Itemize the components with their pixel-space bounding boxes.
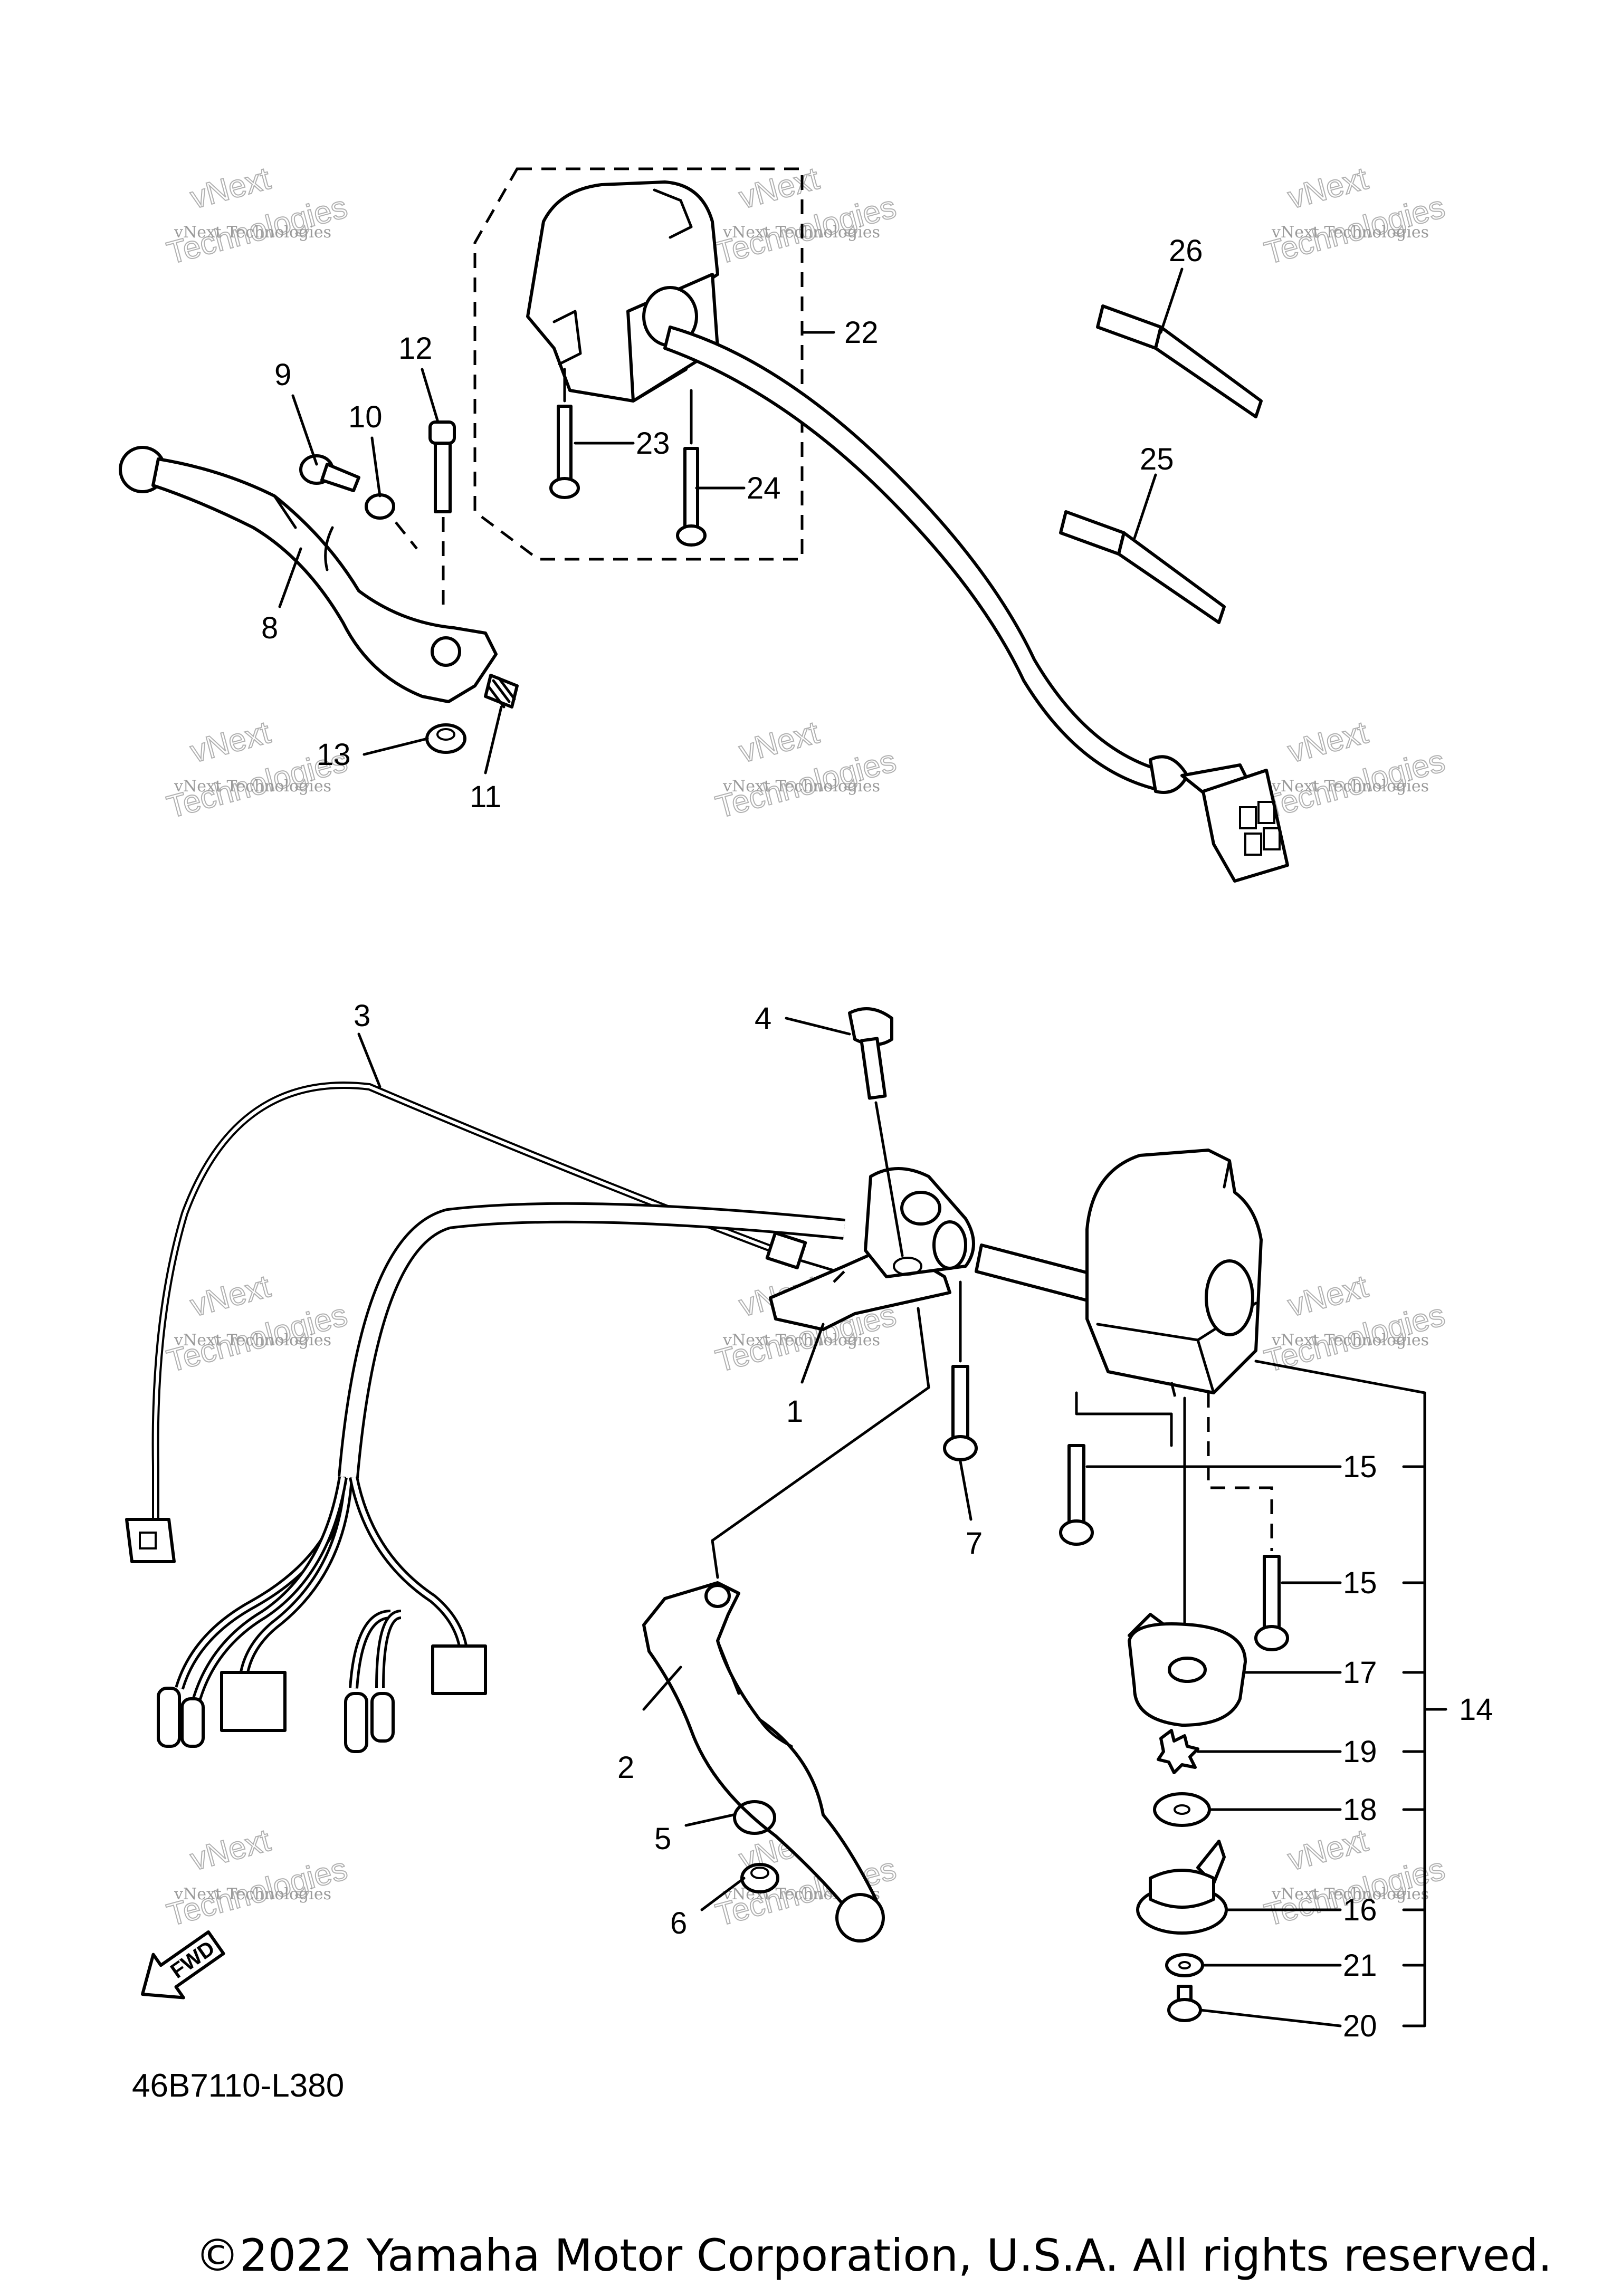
watermark: vNext Technologies vNext Technologies	[711, 714, 900, 826]
nut-6	[740, 1863, 779, 1893]
callout-labels: 1 2 3 4 5 6 7 8 9 10 11 12 13 14 15 15 1…	[261, 234, 1493, 2043]
screw-24	[676, 389, 707, 547]
screw-15-b	[1207, 1393, 1289, 1651]
callout-26: 26	[1169, 234, 1203, 268]
callout-23: 23	[636, 426, 670, 461]
svg-text:vNext Technologies: vNext Technologies	[1271, 1331, 1429, 1350]
callout-15: 15	[1343, 1566, 1377, 1600]
assembly-22-boundary	[473, 167, 804, 561]
callout-12: 12	[398, 331, 433, 366]
cable-tie-26	[1096, 304, 1263, 418]
star-washer-19	[1157, 1729, 1199, 1774]
nut-10	[365, 493, 418, 550]
svg-text:vNext: vNext	[1284, 1268, 1372, 1323]
callout-17: 17	[1343, 1656, 1377, 1690]
harness-terminal	[180, 1697, 205, 1748]
watermark: vNext Technologies vNext Technologies	[1260, 1268, 1449, 1380]
svg-text:vNext Technologies: vNext Technologies	[174, 1331, 331, 1350]
svg-text:vNext Technologies: vNext Technologies	[1271, 1885, 1429, 1903]
callout-5: 5	[654, 1822, 671, 1856]
svg-text:vNext Technologies: vNext Technologies	[722, 1331, 880, 1350]
screw-20	[1167, 1985, 1202, 2022]
screw-23	[549, 368, 580, 499]
svg-text:vNext Technologies: vNext Technologies	[1271, 777, 1429, 796]
harness-terminal	[157, 1687, 181, 1748]
cable-tie-25	[1059, 510, 1226, 624]
spring-11	[484, 674, 519, 709]
knob-16	[1136, 1840, 1228, 1935]
callout-6: 6	[670, 1906, 687, 1940]
watermark: vNext Technologies vNext Technologies	[1260, 714, 1449, 826]
copyright-notice: ©2022 Yamaha Motor Corporation, U.S.A. A…	[195, 2230, 1552, 2281]
handlebar-stub	[975, 1243, 1104, 1305]
screw-7	[943, 1280, 978, 1461]
callout-3: 3	[354, 999, 370, 1033]
svg-text:vNext: vNext	[187, 1268, 274, 1323]
bolt-4	[848, 1007, 904, 1257]
watermark: vNext Technologies vNext Technologies	[163, 1822, 351, 1934]
callout-20: 20	[1343, 2009, 1377, 2043]
callout-7: 7	[966, 1526, 983, 1561]
bolt-12	[428, 420, 456, 607]
svg-text:vNext: vNext	[187, 160, 274, 215]
callout-18: 18	[1343, 1793, 1377, 1827]
harness-branches	[175, 1476, 469, 1706]
callout-10: 10	[348, 400, 383, 434]
harness-terminal	[370, 1692, 395, 1743]
bolt-9	[299, 454, 360, 492]
clutch-lever-8	[119, 446, 498, 703]
watermark: vNext Technologies vNext Technologies	[163, 160, 351, 272]
o-ring-5	[733, 1800, 776, 1835]
svg-text:vNext: vNext	[1284, 160, 1372, 215]
svg-text:vNext Technologies: vNext Technologies	[174, 1885, 331, 1903]
svg-text:vNext: vNext	[1284, 714, 1372, 769]
handlebar-switch-14	[1085, 1149, 1263, 1404]
callout-1: 1	[786, 1394, 803, 1429]
callout-4: 4	[755, 1001, 771, 1036]
callout-15: 15	[1343, 1450, 1377, 1484]
callout-22: 22	[844, 315, 879, 350]
watermark: vNext Technologies vNext Technologies	[1260, 160, 1449, 272]
callout-24: 24	[747, 471, 781, 505]
washer-18	[1153, 1792, 1211, 1827]
svg-text:vNext Technologies: vNext Technologies	[722, 777, 880, 796]
svg-text:vNext: vNext	[1284, 1822, 1372, 1877]
callout-16: 16	[1343, 1893, 1377, 1927]
callout-2: 2	[617, 1750, 634, 1785]
watermark: vNext Technologies vNext Technologies	[163, 1268, 351, 1380]
harness-terminal	[344, 1692, 368, 1753]
harness-connector-a	[220, 1671, 287, 1732]
washer-21	[1165, 1953, 1204, 1977]
svg-text:vNext Technologies: vNext Technologies	[1271, 223, 1429, 242]
callout-8: 8	[261, 611, 278, 645]
harness-connector-b	[431, 1644, 487, 1695]
fwd-arrow-icon: FWD	[141, 1930, 225, 2000]
screw-15-a	[1059, 1391, 1173, 1546]
callout-21: 21	[1343, 1948, 1377, 1983]
callout-19: 19	[1343, 1735, 1377, 1769]
callout-9: 9	[274, 358, 291, 392]
svg-text:vNext Technologies: vNext Technologies	[174, 223, 331, 242]
upper-connector	[1149, 755, 1289, 883]
svg-text:vNext: vNext	[187, 1822, 274, 1877]
callout-11: 11	[470, 780, 501, 814]
brake-lever-2	[642, 1307, 930, 1943]
leader-lines	[278, 267, 1447, 2027]
callout-13: 13	[317, 738, 351, 772]
diagram-code: 46B7110-L380	[132, 2068, 345, 2104]
nut-13	[425, 723, 466, 754]
callout-25: 25	[1140, 442, 1174, 476]
svg-text:vNext: vNext	[736, 714, 823, 769]
svg-text:vNext: vNext	[187, 714, 274, 769]
svg-text:vNext Technologies: vNext Technologies	[174, 777, 331, 796]
housing-17	[1128, 1613, 1247, 1727]
upper-switch-housing	[526, 180, 719, 403]
callout-14: 14	[1459, 1692, 1493, 1727]
cable-3-end-fitting	[765, 1231, 856, 1278]
cable-3-connector	[125, 1518, 176, 1563]
